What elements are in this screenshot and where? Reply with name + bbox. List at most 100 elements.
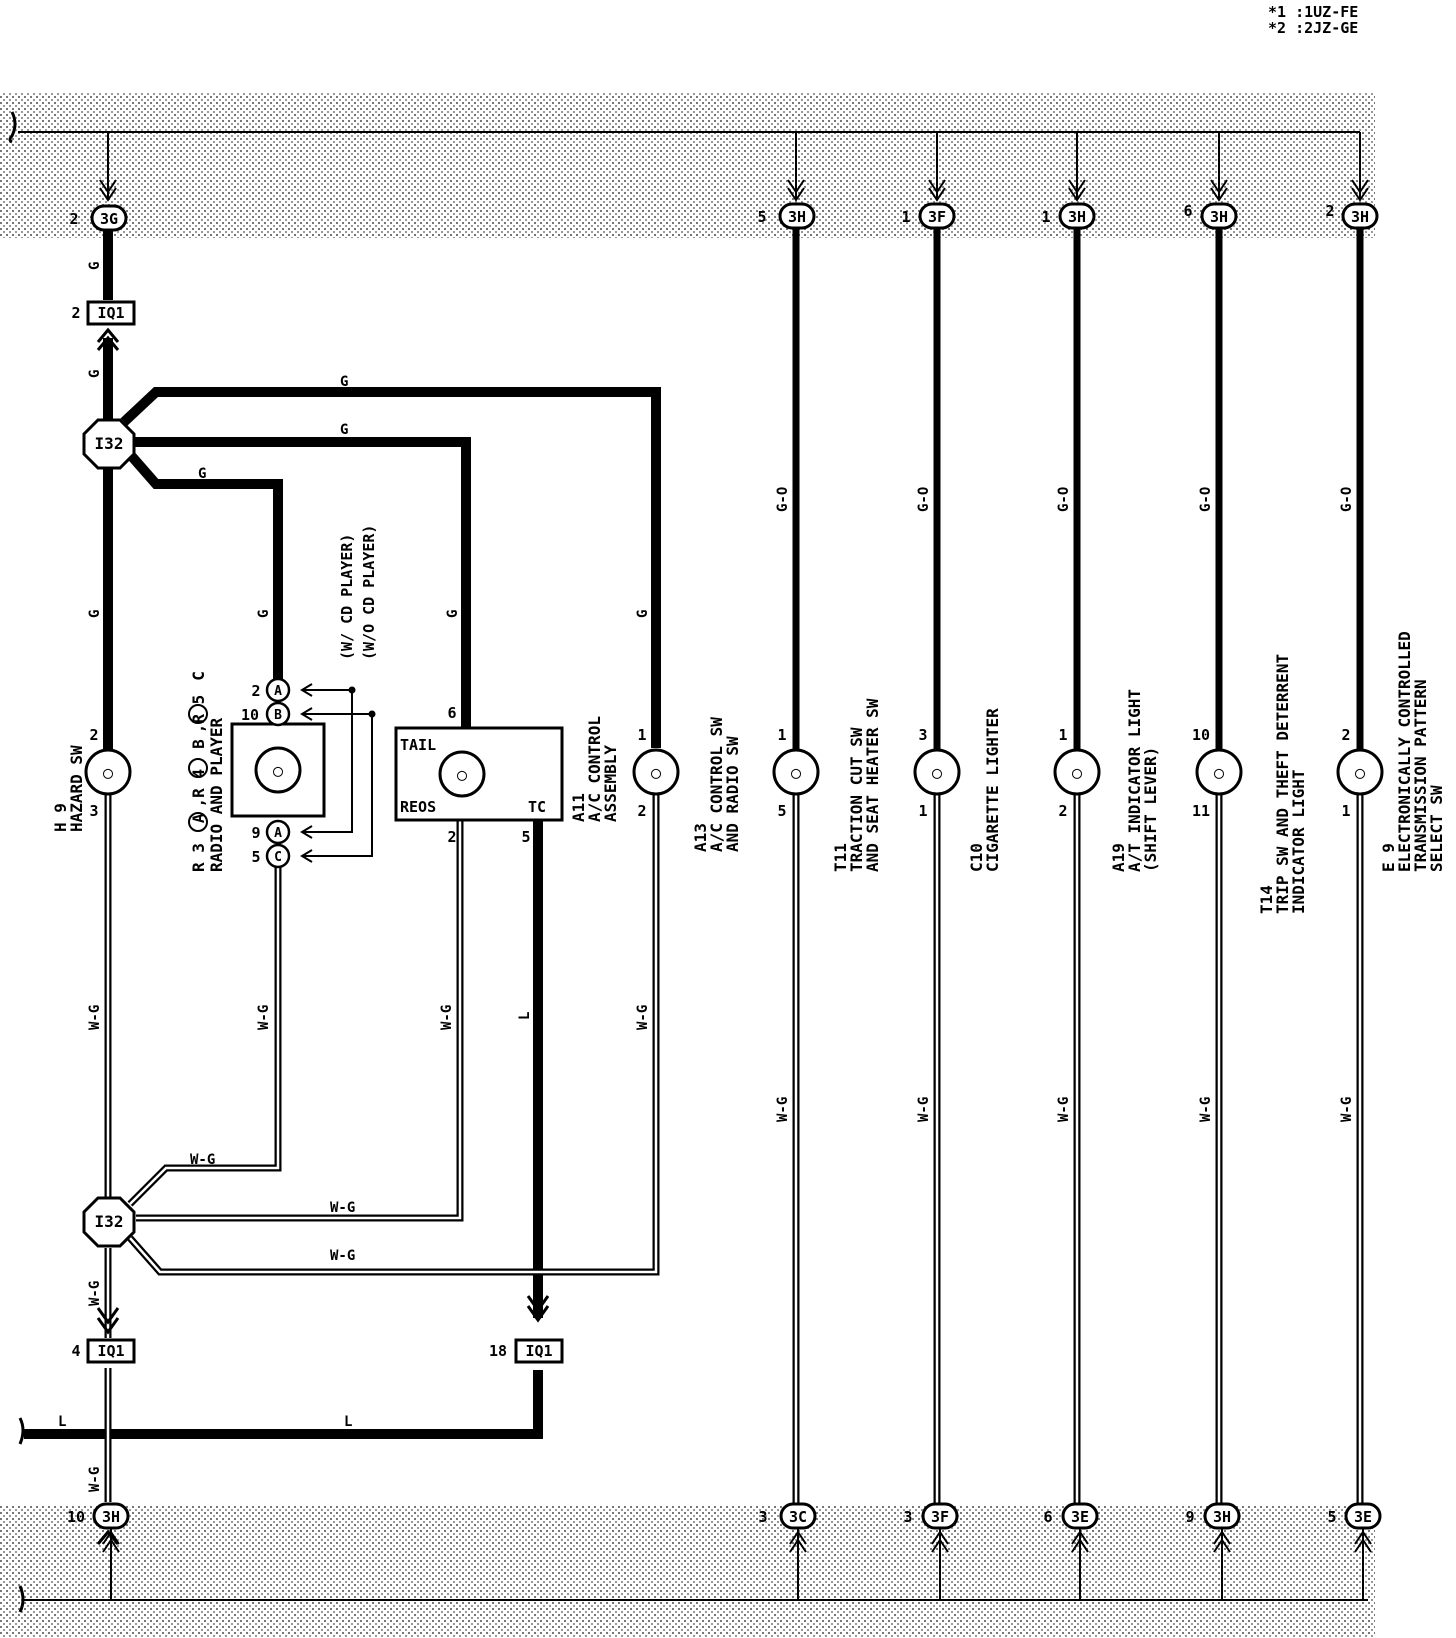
a19-name1: A/T INDICATOR LIGHT <box>1125 689 1144 872</box>
junction-pin: 3 <box>758 1508 767 1526</box>
c10-symbol: ◯ 3 1 <box>913 726 961 820</box>
junction-3e-a19-bottom: 3E 6 <box>1043 1502 1099 1530</box>
junction-3g: 3G 2 <box>69 204 128 232</box>
radio-id-circles <box>188 704 208 832</box>
radio-id-a: A <box>189 813 208 823</box>
junction-pin: 2 <box>1325 202 1334 220</box>
component-labels: H 9 HAZARD SW R 3A,R 4B,R 5C RADIO AND P… <box>51 525 1446 914</box>
iq1-right-code: IQ1 <box>525 1342 552 1360</box>
a11-reos-label: REOS <box>400 798 436 816</box>
lamp-glyph: ◯ <box>931 763 942 782</box>
wire-label: W-G <box>87 1467 103 1492</box>
junction-pin: 6 <box>1183 202 1192 220</box>
radio-id-b: B <box>189 739 208 749</box>
legend-note-1: *1 :1UZ-FE <box>1268 3 1359 21</box>
lamp-glyph: ◯ <box>1354 763 1365 782</box>
junction-3e-e9-bottom: 3E 5 <box>1327 1502 1382 1530</box>
svg-text:R 3A,R 4B,R 5C: R 3A,R 4B,R 5C <box>189 671 208 872</box>
t11-id: T11 <box>831 843 850 872</box>
lamp-glyph: ◯ <box>1213 763 1224 782</box>
t11-symbol: ◯ 1 5 <box>772 726 820 820</box>
a11-name2: ASSEMBLY <box>601 745 620 822</box>
t14-name2: INDICATOR LIGHT <box>1289 770 1308 915</box>
wire-label: L <box>517 1012 533 1020</box>
junction-code: 3F <box>928 208 946 226</box>
a11-pin-2: 2 <box>447 828 456 846</box>
wire-label: W-G <box>87 1281 103 1306</box>
top-shaded-band <box>0 92 1375 238</box>
c10-pin-top: 3 <box>918 726 927 744</box>
junction-3h-t11-top: 3H 5 <box>757 202 816 230</box>
radio-letter-a-top: A <box>274 684 282 699</box>
wire-label: W-G <box>1198 1097 1214 1122</box>
bottom-junctions: 3H 10 3C 3 3F 3 3E 6 3H 9 3E 5 <box>67 1502 1382 1530</box>
wire-label: G-O <box>1198 487 1214 512</box>
lamp-glyph: ◯ <box>650 763 661 782</box>
a13-pin-bottom: 2 <box>637 802 646 820</box>
wire-label: G <box>635 610 651 618</box>
legend-note-2: *2 :2JZ-GE <box>1268 19 1359 37</box>
radio-id-r4: ,R 4 <box>189 769 208 808</box>
a13-name2: AND RADIO SW <box>723 736 742 852</box>
l-wire <box>24 820 550 1439</box>
radio-letter-b: B <box>274 708 282 723</box>
a13-name1: A/C CONTROL SW <box>707 717 726 852</box>
junction-pin: 6 <box>1043 1508 1052 1526</box>
radio-letter-a-bottom: A <box>274 826 282 841</box>
a11-ac-control-symbol: ◯ TAIL REOS TC 6 2 5 <box>394 704 564 846</box>
e9-pin-bottom: 1 <box>1341 802 1350 820</box>
e9-symbol: ◯ 2 1 <box>1336 726 1384 820</box>
junction-pin: 3 <box>903 1508 912 1526</box>
wire-label: W-G <box>256 1005 272 1030</box>
a13-symbol: ◯ 1 2 <box>632 726 680 820</box>
junction-3h-bottom-left: 3H 10 <box>67 1502 130 1530</box>
lamp-glyph: ◯ <box>790 763 801 782</box>
junction-3f-c10-bottom: 3F 3 <box>903 1502 959 1530</box>
iq1-top-connector: IQ1 2 <box>71 300 136 326</box>
a19-symbol: ◯ 1 2 <box>1053 726 1101 820</box>
iq1-left-pin: 4 <box>71 1342 80 1360</box>
wire-label: W-G <box>190 1152 215 1168</box>
wire-label: G <box>198 466 206 482</box>
iq1-right-pin: 18 <box>489 1342 507 1360</box>
a19-id: A19 <box>1109 843 1128 872</box>
radio-pin-5: 5 <box>251 848 260 866</box>
wire-label: W-G <box>1056 1097 1072 1122</box>
a19-pin-bottom: 2 <box>1058 802 1067 820</box>
lamp-glyph: ◯ <box>102 763 113 782</box>
h9-id: H 9 <box>51 803 70 832</box>
go-wire-fill <box>794 228 1362 750</box>
double-wires <box>104 228 1364 1504</box>
a19-pin-top: 1 <box>1058 726 1067 744</box>
junction-3c-t11-bottom: 3C 3 <box>758 1502 817 1530</box>
junction-pin: 1 <box>1041 208 1050 226</box>
junction-pin: 5 <box>757 208 766 226</box>
radio-pin-2: 2 <box>251 682 260 700</box>
wire-label: W-G <box>635 1005 651 1030</box>
wire-label: W-G <box>439 1005 455 1030</box>
junction-3h-t14-top: 3H 6 <box>1183 202 1238 230</box>
wire-label: G-O <box>775 487 791 512</box>
wire-label: G-O <box>916 487 932 512</box>
top-taps <box>99 132 1369 202</box>
c10-pin-bottom: 1 <box>918 802 927 820</box>
iq1-right-connector: IQ1 18 <box>489 1338 564 1364</box>
junction-3g-code: 3G <box>100 210 118 228</box>
e9-name3: SELECT SW <box>1427 785 1446 872</box>
g-wires <box>103 228 661 756</box>
bottom-taps <box>102 1528 1372 1600</box>
connector-arrows <box>96 327 120 1545</box>
i32-bottom-junction: I32 <box>82 1196 136 1248</box>
e9-name2: TRANSMISSION PATTERN <box>1411 679 1430 872</box>
t14-pin-top: 10 <box>1192 726 1210 744</box>
junction-pin: 10 <box>67 1508 85 1526</box>
radio-without-cd: (W/O CD PLAYER) <box>360 525 378 660</box>
t11-pin-bottom: 5 <box>777 802 786 820</box>
wire-label: W-G <box>330 1200 355 1216</box>
junction-code: 3E <box>1354 1508 1372 1526</box>
wire-label: G-O <box>1056 487 1072 512</box>
h9-pin-bottom: 3 <box>89 802 98 820</box>
double-wire-cores <box>106 228 1362 1504</box>
iq1-left-code: IQ1 <box>97 1342 124 1360</box>
